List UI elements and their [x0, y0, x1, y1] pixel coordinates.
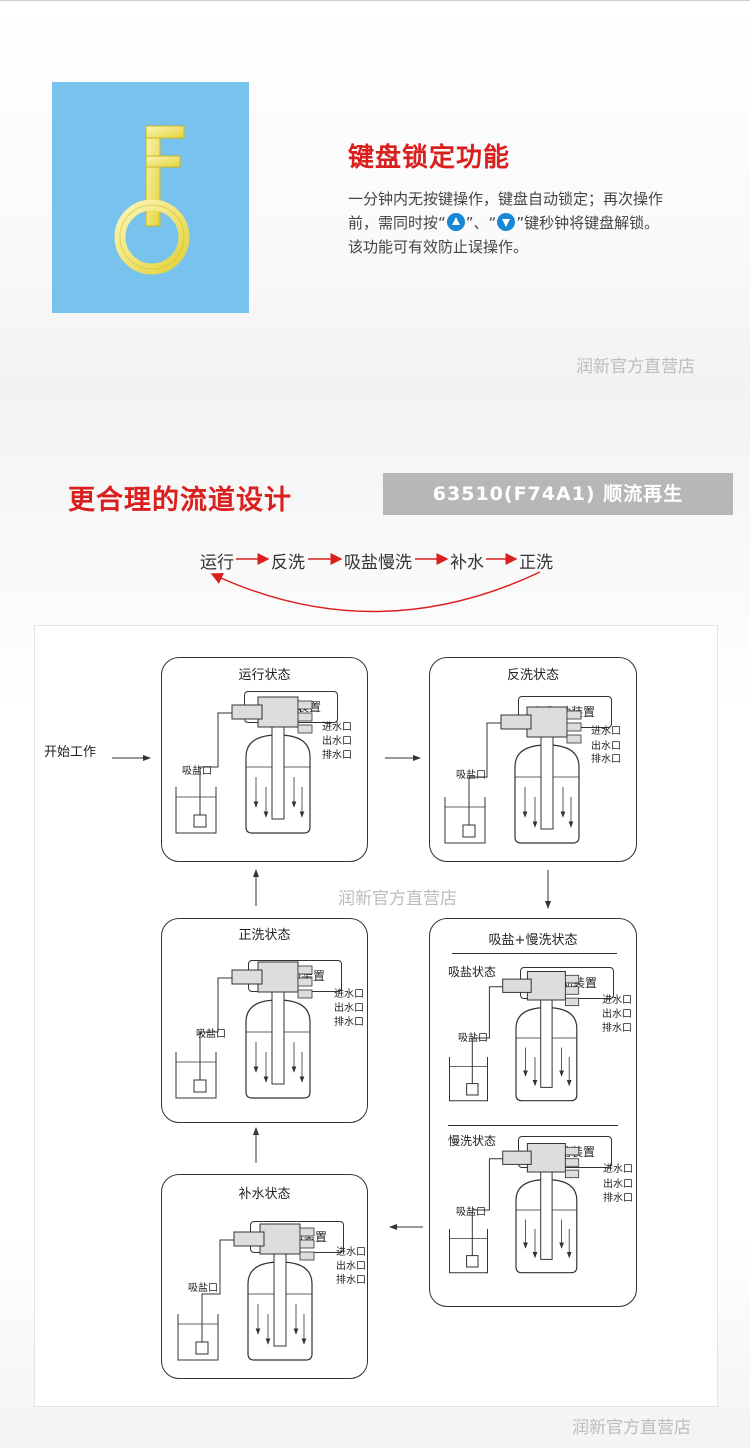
down-button-icon — [497, 213, 516, 231]
cycle-step-run: 运行 — [200, 553, 234, 573]
state-title: 吸盐+慢洗状态 — [488, 933, 578, 948]
key-illustration — [52, 82, 249, 313]
port-outlet: 出水口 — [602, 1009, 632, 1020]
state-run: 运行状态 阀驱动装置 进水口 出水口 排水口 吸盐口 — [161, 657, 368, 862]
state-title: 运行状态 — [238, 668, 291, 683]
feature-title: 键盘锁定功能 — [348, 143, 511, 173]
salt-inlet-label: 吸盐口 — [456, 770, 486, 781]
port-inlet: 进水口 — [334, 989, 364, 1000]
desc-line-3: 该功能可有效防止误操作。 — [348, 238, 529, 256]
watermark: 润新官方直营店 — [338, 889, 457, 909]
port-inlet: 进水口 — [591, 726, 621, 737]
start-work-label: 开始工作 — [44, 745, 97, 760]
port-inlet: 进水口 — [602, 995, 632, 1006]
cycle-step-backwash: 反洗 — [271, 553, 305, 573]
state-title: 正洗状态 — [238, 928, 291, 943]
port-outlet: 出水口 — [322, 736, 352, 747]
port-outlet: 出水口 — [603, 1179, 633, 1190]
sub-state-slow: 慢洗状态 — [448, 1134, 497, 1148]
salt-inlet-label: 吸盐口 — [458, 1033, 488, 1044]
valve-drive-label: 阀驱动装置 — [518, 1136, 612, 1168]
port-drain: 排水口 — [322, 750, 352, 761]
sub-state-brine: 吸盐状态 — [448, 965, 497, 979]
desc-line-1: 一分钟内无按键操作，键盘自动锁定；再次操作 — [348, 190, 664, 208]
port-outlet: 出水口 — [336, 1261, 366, 1272]
watermark: 润新官方直营店 — [572, 1418, 691, 1438]
model-banner: 63510(F74A1) 顺流再生 — [383, 473, 733, 515]
cycle-step-brine: 吸盐慢洗 — [344, 553, 412, 573]
port-outlet: 出水口 — [591, 741, 621, 752]
up-button-icon — [446, 213, 465, 231]
port-drain: 排水口 — [334, 1017, 364, 1028]
port-drain: 排水口 — [591, 754, 621, 765]
port-inlet: 进水口 — [336, 1247, 366, 1258]
salt-inlet-label: 吸盐口 — [456, 1207, 486, 1218]
state-title: 反洗状态 — [506, 668, 559, 683]
feature-description: 一分钟内无按键操作，键盘自动锁定；再次操作 前，需同时按“”、“”键秒钟将键盘解… — [348, 187, 743, 259]
valve-drive-label: 阀驱动装置 — [518, 696, 612, 728]
port-outlet: 出水口 — [334, 1003, 364, 1014]
port-inlet: 进水口 — [322, 722, 352, 733]
divider — [452, 953, 617, 954]
desc-line-2: 前，需同时按“”、“”键秒钟将键盘解锁。 — [348, 213, 660, 232]
salt-inlet-label: 吸盐口 — [196, 1029, 226, 1040]
valve-drive-label: 阀驱动装置 — [520, 967, 614, 999]
state-title: 补水状态 — [238, 1187, 291, 1202]
state-rinse: 正洗状态 阀驱动装置 进水口 出水口 排水口 吸盐口 — [161, 918, 368, 1123]
state-refill: 补水状态 阀驱动装置 进水口 出水口 排水口 吸盐口 — [161, 1174, 368, 1379]
port-inlet: 进水口 — [603, 1164, 633, 1175]
valve-drive-label: 阀驱动装置 — [248, 960, 342, 992]
divider — [448, 1125, 618, 1126]
key-icon — [114, 125, 190, 275]
flow-title: 更合理的流道设计 — [68, 485, 292, 516]
cycle-step-refill: 补水 — [450, 553, 484, 573]
cycle-step-rinse: 正洗 — [519, 553, 553, 573]
salt-inlet-label: 吸盐口 — [182, 766, 212, 777]
salt-inlet-label: 吸盐口 — [188, 1283, 218, 1294]
port-drain: 排水口 — [603, 1193, 633, 1204]
valve-drive-label: 阀驱动装置 — [250, 1221, 344, 1253]
state-brine-slow-rinse: 吸盐+慢洗状态 吸盐状态 阀驱动装置 进水口 出水口 排水口 吸盐口 慢洗状态 … — [429, 918, 637, 1307]
valve-drive-label: 阀驱动装置 — [244, 691, 338, 723]
keyboard-lock-section: 键盘锁定功能 一分钟内无按键操作，键盘自动锁定；再次操作 前，需同时按“”、“”… — [0, 0, 750, 398]
port-drain: 排水口 — [602, 1023, 632, 1034]
port-drain: 排水口 — [336, 1275, 366, 1286]
state-backwash: 反洗状态 阀驱动装置 进水口 出水口 排水口 吸盐口 — [429, 657, 637, 862]
watermark: 润新官方直营店 — [576, 357, 695, 377]
